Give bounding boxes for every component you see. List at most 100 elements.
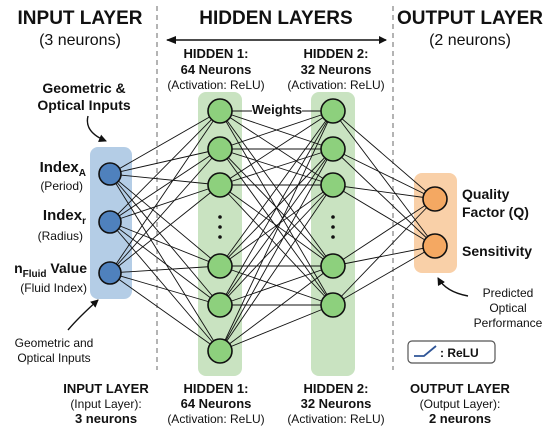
hidden2-neuron-2 xyxy=(320,136,346,162)
hidden2-heading-neurons: 32 Neurons xyxy=(301,62,372,77)
edge-hidden2-2-to-output-2 xyxy=(332,148,436,247)
edge-hidden2-4-to-output-2 xyxy=(332,245,436,267)
edge-input-2-to-hidden1-5 xyxy=(109,221,221,306)
edge-hidden1-6-to-hidden2-2 xyxy=(219,148,334,352)
edge-input-1-to-hidden1-4 xyxy=(109,173,221,267)
index-a-description: (Period) xyxy=(40,179,83,193)
inputs-bottom-arrow xyxy=(67,299,99,331)
edge-hidden1-4-to-hidden2-1 xyxy=(219,110,334,267)
footer-hidden2-line2: 32 Neurons xyxy=(301,396,372,411)
n-fluid-label: nFluid Value xyxy=(14,260,87,280)
neurons xyxy=(98,98,448,364)
hidden2-neuron-4 xyxy=(320,253,346,279)
edge-hidden1-2-to-hidden2-1 xyxy=(219,110,334,150)
edge-input-1-to-hidden1-5 xyxy=(109,173,221,306)
edge-input-3-to-hidden1-3 xyxy=(109,184,221,274)
hidden1-neuron-4 xyxy=(207,253,233,279)
footer-output-line2: (Output Layer): xyxy=(420,397,501,411)
edge-hidden1-6-to-hidden2-1 xyxy=(219,110,334,352)
input-layer-subtitle: (3 neurons) xyxy=(39,32,121,49)
edge-input-3-to-hidden1-6 xyxy=(109,272,221,352)
edge-input-1-to-hidden1-3 xyxy=(109,173,221,186)
inputs-bottom-caption-line2: Optical Inputs xyxy=(17,351,90,365)
footer-hidden1-line2: 64 Neurons xyxy=(181,396,252,411)
hidden2-neuron-1 xyxy=(320,98,346,124)
hidden2-neuron-5 xyxy=(320,292,346,318)
edge-input-1-to-hidden1-2 xyxy=(109,148,221,175)
hidden1-neuron-2 xyxy=(207,136,233,162)
edge-hidden2-4-to-output-1 xyxy=(332,198,436,267)
edge-hidden1-4-to-hidden2-3 xyxy=(219,184,334,267)
edge-hidden1-5-to-hidden2-4 xyxy=(219,265,334,306)
edge-input-2-to-hidden1-3 xyxy=(109,184,221,223)
edge-hidden2-2-to-output-1 xyxy=(332,148,436,200)
footer-output-line3: 2 neurons xyxy=(429,411,491,426)
edge-input-3-to-hidden1-2 xyxy=(109,148,221,274)
output-layer-title: OUTPUT LAYER xyxy=(397,8,543,29)
sensitivity-label: Sensitivity xyxy=(462,243,532,259)
quality-factor-label-line2: Factor (Q) xyxy=(462,204,529,220)
edge-hidden1-6-to-hidden2-5 xyxy=(219,304,334,352)
input-neuron-3 xyxy=(98,261,122,285)
inputs-bottom-caption-line1: Geometric and xyxy=(15,336,94,350)
predicted-performance-line1: Predicted xyxy=(483,286,534,300)
hidden2-heading-title: HIDDEN 2: xyxy=(303,46,368,61)
output-neuron-1 xyxy=(422,186,448,212)
edge-hidden2-3-to-output-2 xyxy=(332,184,436,247)
input-neuron-1 xyxy=(98,162,122,186)
predicted-performance-line2: Optical xyxy=(489,301,526,315)
hidden1-heading-neurons: 64 Neurons xyxy=(181,62,252,77)
relu-legend-label: : ReLU xyxy=(440,346,479,360)
footer-input-line1: INPUT LAYER xyxy=(63,381,149,396)
inputs-top-arrow xyxy=(86,115,107,143)
edge-hidden1-5-to-hidden2-2 xyxy=(219,148,334,306)
output-layer-subtitle: (2 neurons) xyxy=(429,32,511,49)
hidden1-heading-activation: (Activation: ReLU) xyxy=(167,78,264,92)
edge-hidden1-6-to-hidden2-3 xyxy=(219,184,334,352)
hidden2-layer-band xyxy=(311,92,355,376)
weights-label: Weights xyxy=(252,102,302,117)
footer-input-line2: (Input Layer): xyxy=(70,397,141,411)
hidden2-ellipsis xyxy=(331,215,335,239)
footer-hidden1-line3: (Activation: ReLU) xyxy=(167,412,264,426)
edge-hidden2-1-to-output-1 xyxy=(332,110,436,200)
edge-hidden1-3-to-hidden2-1 xyxy=(219,110,334,186)
footer-hidden2-line3: (Activation: ReLU) xyxy=(287,412,384,426)
edge-input-3-to-hidden1-4 xyxy=(109,265,221,274)
hidden1-ellipsis xyxy=(218,215,222,239)
edge-hidden1-5-to-hidden2-1 xyxy=(219,110,334,306)
edge-hidden1-3-to-hidden2-2 xyxy=(219,148,334,186)
footer-hidden2-line1: HIDDEN 2: xyxy=(303,381,368,396)
footer-output-line1: OUTPUT LAYER xyxy=(410,381,511,396)
inputs-top-caption-line1: Geometric & xyxy=(42,80,125,96)
relu-curve-icon xyxy=(414,345,437,357)
edge-hidden2-1-to-output-2 xyxy=(332,110,436,247)
connection-weights xyxy=(109,110,436,352)
inputs-top-caption-line2: Optical Inputs xyxy=(37,97,131,113)
edge-input-3-to-hidden1-5 xyxy=(109,272,221,306)
index-r-description: (Radius) xyxy=(38,229,83,243)
hidden1-neuron-5 xyxy=(207,292,233,318)
edge-input-1-to-hidden1-1 xyxy=(109,110,221,175)
hidden2-heading-activation: (Activation: ReLU) xyxy=(287,78,384,92)
footer-input-line3: 3 neurons xyxy=(75,411,137,426)
edge-input-2-to-hidden1-6 xyxy=(109,221,221,352)
index-r-label: Indexr xyxy=(43,207,86,227)
edge-hidden2-5-to-output-1 xyxy=(332,198,436,306)
edge-hidden2-3-to-output-1 xyxy=(332,184,436,200)
hidden-layers-title: HIDDEN LAYERS xyxy=(199,8,352,29)
relu-legend: : ReLU xyxy=(407,340,496,364)
input-layer-title: INPUT LAYER xyxy=(18,8,143,29)
predicted-performance-line3: Performance xyxy=(474,316,543,330)
edge-hidden1-6-to-hidden2-4 xyxy=(219,265,334,352)
edge-hidden2-5-to-output-2 xyxy=(332,245,436,306)
hidden2-neuron-3 xyxy=(320,172,346,198)
footer-hidden1-line1: HIDDEN 1: xyxy=(183,381,248,396)
hidden1-neuron-1 xyxy=(207,98,233,124)
index-a-label: IndexA xyxy=(40,159,86,179)
edge-input-2-to-hidden1-4 xyxy=(109,221,221,267)
output-neuron-2 xyxy=(422,233,448,259)
edge-input-2-to-hidden1-2 xyxy=(109,148,221,223)
